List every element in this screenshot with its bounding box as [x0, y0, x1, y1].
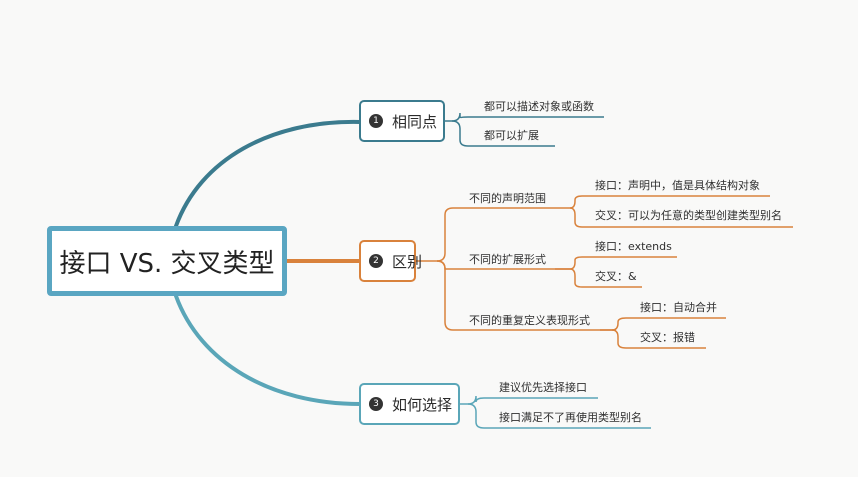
subtopic-prefer-interface[interactable]: 建议优先选择接口 [499, 381, 587, 394]
branch-number-badge: 3 [369, 397, 383, 411]
branch-number-badge: 2 [369, 254, 383, 268]
branch-label: 区别 [392, 252, 423, 271]
root-topic-label: 接口 VS. 交叉类型 [59, 248, 275, 279]
subtopic-fallback-type-alias[interactable]: 接口满足不了再使用类型别名 [499, 411, 642, 424]
subtopic-both-extendable[interactable]: 都可以扩展 [484, 129, 539, 142]
connector-root-branch-1 [174, 119, 362, 228]
leaf-intersection-error[interactable]: 交叉：报错 [640, 331, 695, 344]
root-topic[interactable]: 接口 VS. 交叉类型 [47, 226, 287, 296]
branch-node-differences[interactable]: 2 区别 [359, 240, 422, 282]
subtopic-declaration-scope[interactable]: 不同的声明范围 [469, 192, 546, 205]
connectors-branch-2 [415, 195, 793, 349]
subtopic-redefinition-behavior[interactable]: 不同的重复定义表现形式 [469, 314, 590, 327]
connectors-branch-3 [459, 395, 651, 429]
branch-number-badge: 1 [369, 114, 383, 128]
leaf-interface-auto-merge[interactable]: 接口：自动合并 [640, 301, 717, 314]
subtopic-extension-form[interactable]: 不同的扩展形式 [469, 253, 546, 266]
connector-root-branch-3 [174, 294, 362, 406]
leaf-interface-declaration[interactable]: 接口：声明中，值是具体结构对象 [595, 179, 760, 192]
connectors-branch-1 [444, 112, 604, 147]
leaf-intersection-declaration[interactable]: 交叉：可以为任意的类型创建类型别名 [595, 209, 782, 222]
branch-node-how-to-choose[interactable]: 3 如何选择 [359, 383, 460, 425]
subtopic-describe-objects-functions[interactable]: 都可以描述对象或函数 [484, 100, 594, 113]
leaf-intersection-ampersand[interactable]: 交叉：& [595, 270, 637, 283]
branch-label: 如何选择 [392, 395, 453, 414]
leaf-interface-extends[interactable]: 接口：extends [595, 240, 672, 253]
branch-node-similarities[interactable]: 1 相同点 [359, 100, 445, 142]
branch-label: 相同点 [392, 112, 438, 131]
